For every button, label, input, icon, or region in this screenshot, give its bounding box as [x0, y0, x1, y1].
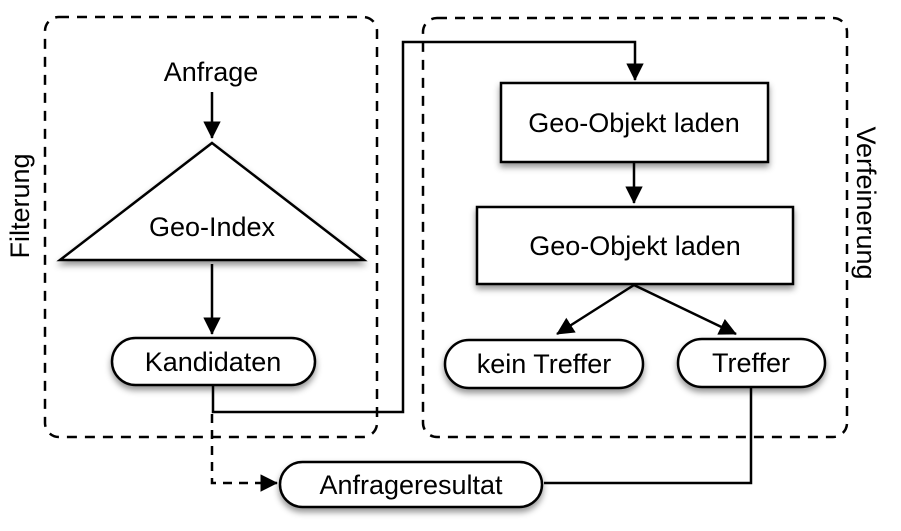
- refinement-region-label: Verfeinerung: [851, 126, 881, 279]
- query-result-label: Anfrageresultat: [319, 470, 503, 500]
- load-object-bottom-box: [475, 205, 795, 286]
- geo-index-triangle: [56, 141, 368, 262]
- edge-load-object-to-no-hit: [556, 283, 635, 336]
- load-object-top-label: Geo-Objekt laden: [528, 108, 740, 138]
- filtering-region-label: Filterung: [5, 153, 35, 258]
- load-object-top-box: [499, 81, 770, 164]
- candidates-pill: [110, 336, 317, 387]
- hit-pill: [676, 337, 827, 389]
- edge-candidates-to-load-object: [211, 40, 644, 414]
- load-object-bottom-label: Geo-Objekt laden: [529, 231, 741, 261]
- geo-index-label: Geo-Index: [149, 212, 276, 242]
- edge-hit-to-query-result: [544, 386, 753, 485]
- query-node-label: Anfrage: [164, 57, 259, 87]
- hit-label: Treffer: [712, 348, 790, 378]
- edge-candidates-to-query-result: [210, 414, 278, 492]
- query-result-pill: [278, 460, 544, 509]
- no-hit-label: kein Treffer: [477, 349, 612, 379]
- edge-load-object-to-hit: [633, 283, 737, 336]
- no-hit-pill: [443, 338, 645, 390]
- refinement-region-box: [421, 16, 849, 439]
- candidates-label: Kandidaten: [145, 347, 282, 377]
